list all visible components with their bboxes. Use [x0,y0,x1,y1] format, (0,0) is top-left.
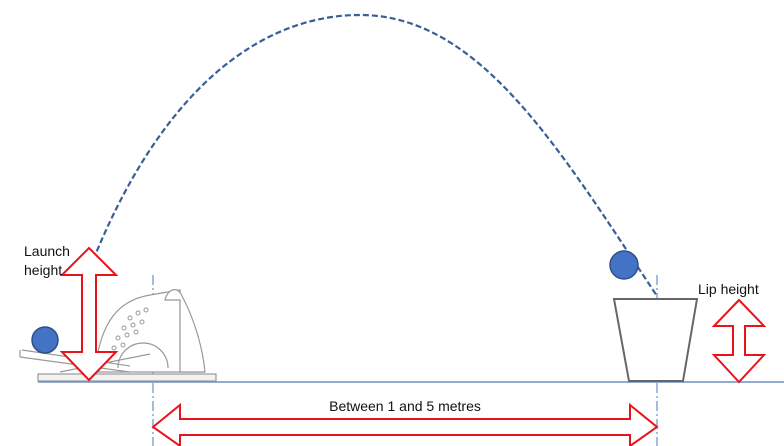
ball-in-flight [609,250,639,280]
launcher-holes [111,307,149,351]
launch-height-label-line2: height [24,262,62,278]
launch-height-label-line1: Launch [24,243,70,259]
distance-arrow [151,402,659,446]
target-cup [612,298,699,382]
launch-height-arrow [59,246,119,382]
lip-height-label: Lip height [698,281,759,297]
ball-on-launcher [31,326,59,354]
trajectory-path [88,13,658,297]
lip-height-arrow [711,298,767,384]
distance-label: Between 1 and 5 metres [329,398,481,414]
